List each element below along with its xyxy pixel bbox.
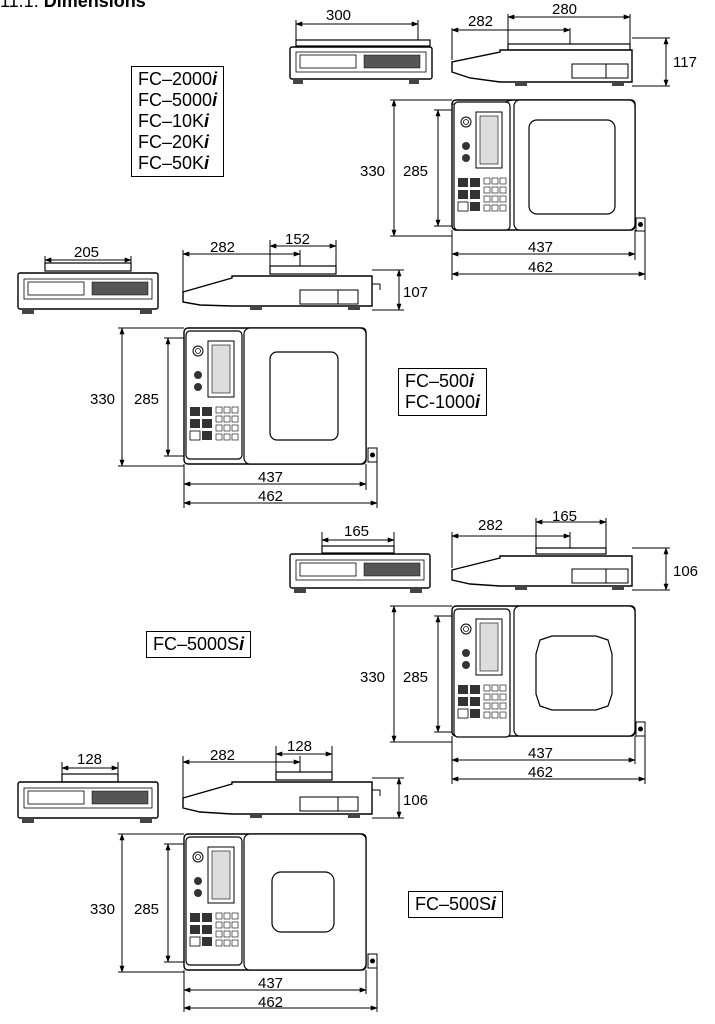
group-3-front-view — [289, 532, 431, 593]
group-1-height: 117 — [673, 54, 697, 71]
model-label: FC–5000Si — [153, 634, 245, 654]
group-1-front-width: 300 — [326, 7, 351, 24]
group-1-width-inner: 437 — [528, 239, 553, 256]
group-3-drawings: 165 282 165 106 — [289, 508, 698, 784]
group-1-model-list: FC–2000i FC–5000i FC–10Ki FC–20Ki FC–50K… — [131, 66, 225, 177]
group-3-width-outer: 462 — [528, 764, 553, 781]
group-3-model-list: FC–5000Si — [146, 631, 252, 658]
group-4-front-view — [17, 762, 159, 823]
group-4-front-width: 128 — [77, 751, 102, 768]
group-2-top-view — [118, 327, 378, 508]
group-4-depth-inner: 285 — [134, 901, 159, 918]
group-3-pan-width: 165 — [552, 508, 577, 525]
group-2-depth-to-pan: 282 — [210, 239, 235, 256]
group-1-pan-width: 280 — [552, 1, 577, 18]
group-1-top-view — [390, 99, 646, 280]
model-label: FC-1000i — [405, 392, 481, 412]
model-label: FC–2000i — [138, 69, 218, 89]
group-2-depth-outer: 330 — [90, 391, 115, 408]
section-number: 11.1. — [0, 0, 39, 11]
group-3-front-width: 165 — [344, 523, 369, 540]
section-title: Dimensions — [43, 0, 146, 11]
group-3-side-view — [451, 518, 670, 591]
group-4-width-outer: 462 — [258, 994, 283, 1011]
group-2-front-width: 205 — [74, 244, 99, 261]
model-label: FC–10Ki — [138, 111, 210, 131]
group-4-model-list: FC–500Si — [408, 891, 504, 918]
group-1-side-view — [451, 14, 670, 87]
group-2-front-view — [17, 256, 159, 314]
model-label: FC–5000i — [138, 90, 218, 110]
group-4-pan-width: 128 — [287, 738, 312, 755]
group-1-drawings: 300 282 280 117 — [289, 1, 697, 280]
group-3-depth-inner: 285 — [403, 669, 428, 686]
group-1-depth-inner: 285 — [403, 163, 428, 180]
group-2-pan-width: 152 — [285, 231, 310, 248]
model-label: FC–500i — [405, 371, 475, 391]
model-label: FC–50Ki — [138, 153, 210, 173]
model-label: FC–20Ki — [138, 132, 210, 152]
group-4-depth-to-pan: 282 — [210, 747, 235, 764]
group-3-width-inner: 437 — [528, 745, 553, 762]
group-3-depth-to-pan: 282 — [478, 517, 503, 534]
group-2-height: 107 — [403, 284, 428, 301]
group-2-depth-inner: 285 — [134, 391, 159, 408]
group-2-drawings: 205 282 152 107 — [17, 231, 428, 508]
group-4-drawings: 128 282 128 106 — [17, 738, 428, 1012]
group-1-depth-to-pan: 282 — [468, 13, 493, 30]
group-3-height: 106 — [673, 563, 698, 580]
section-heading: 11.1. Dimensions — [0, 0, 146, 11]
group-1-depth-outer: 330 — [360, 163, 385, 180]
group-4-height: 106 — [403, 792, 428, 809]
group-2-width-inner: 437 — [258, 469, 283, 486]
group-4-depth-outer: 330 — [90, 901, 115, 918]
group-3-depth-outer: 330 — [360, 669, 385, 686]
group-2-width-outer: 462 — [258, 488, 283, 505]
group-1-width-outer: 462 — [528, 259, 553, 276]
group-1-front-view — [289, 20, 433, 84]
group-2-model-list: FC–500i FC-1000i — [398, 368, 488, 416]
group-3-top-view — [390, 605, 646, 784]
group-2-side-view — [182, 240, 404, 311]
group-4-width-inner: 437 — [258, 975, 283, 992]
group-4-top-view — [118, 833, 378, 1012]
model-label: FC–500Si — [415, 894, 497, 914]
group-4-side-view — [182, 746, 404, 819]
